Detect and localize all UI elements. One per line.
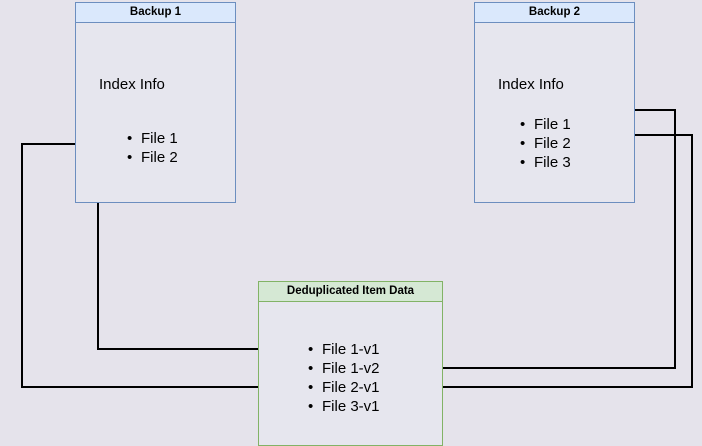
list-item[interactable]: File 2 (520, 134, 571, 153)
backup-2-file-list: File 1 File 2 File 3 (520, 115, 571, 172)
backup-1-body: Index Info File 1 File 2 (76, 23, 235, 202)
list-item[interactable]: File 2 (127, 148, 178, 167)
backup-1-file-list: File 1 File 2 (127, 129, 178, 167)
deduplicated-item-data-box[interactable]: Deduplicated Item Data File 1-v1 File 1-… (258, 281, 443, 446)
list-item[interactable]: File 1-v2 (308, 359, 380, 378)
deduplicated-item-list: File 1-v1 File 1-v2 File 2-v1 File 3-v1 (308, 340, 380, 416)
list-item[interactable]: File 1 (127, 129, 178, 148)
backup-1-box[interactable]: Backup 1 Index Info File 1 File 2 (75, 2, 236, 203)
backup-2-body: Index Info File 1 File 2 File 3 (475, 23, 634, 202)
backup-1-title: Backup 1 (76, 3, 235, 23)
backup-2-box[interactable]: Backup 2 Index Info File 1 File 2 File 3 (474, 2, 635, 203)
list-item[interactable]: File 1-v1 (308, 340, 380, 359)
backup-2-title: Backup 2 (475, 3, 634, 23)
backup-2-index-info-label: Index Info (498, 76, 564, 93)
list-item[interactable]: File 3 (520, 153, 571, 172)
deduplicated-item-data-body: File 1-v1 File 1-v2 File 2-v1 File 3-v1 (259, 302, 442, 445)
list-item[interactable]: File 2-v1 (308, 378, 380, 397)
list-item[interactable]: File 3-v1 (308, 397, 380, 416)
deduplicated-item-data-title: Deduplicated Item Data (259, 282, 442, 302)
backup-1-index-info-label: Index Info (99, 76, 165, 93)
list-item[interactable]: File 1 (520, 115, 571, 134)
